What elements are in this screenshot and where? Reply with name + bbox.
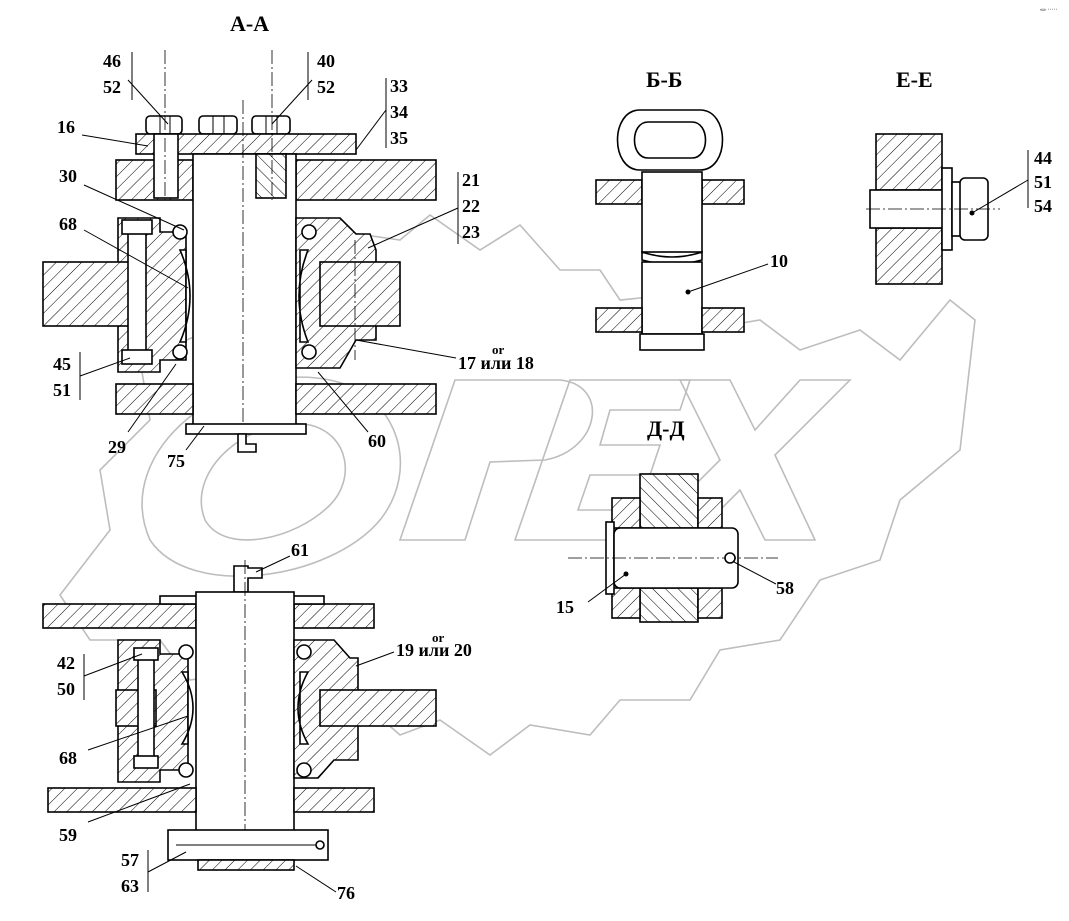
label-aa-51: 51 [53,380,71,400]
label-aa-17-or: or [492,342,505,357]
label-lower-61: 61 [291,540,309,560]
label-aa-30: 30 [59,166,77,186]
section-aa: А-А [42,11,534,471]
label-aa-23: 23 [462,222,480,242]
label-lower-57: 57 [121,850,139,870]
label-lower-19-or: or [432,630,445,645]
label-lower-68: 68 [59,748,77,768]
section-ee: Е-Е 44 51 54 [866,67,1052,285]
label-lower-42: 42 [57,653,75,673]
label-dd-15: 15 [556,597,574,617]
label-aa-52b: 52 [317,77,335,97]
lower-view: 61 or 19 или 20 42 50 68 59 57 63 76 [42,540,472,903]
label-aa-17: 17 или 18 [458,353,534,373]
label-aa-40: 40 [317,51,335,71]
label-lower-59: 59 [59,825,77,845]
section-bb: Б-Б 10 [595,67,788,351]
label-aa-21: 21 [462,170,480,190]
label-aa-33: 33 [390,76,408,96]
label-aa-16: 16 [57,117,75,137]
label-aa-34: 34 [390,102,408,122]
section-title-dd: Д-Д [647,416,685,441]
section-title-ee: Е-Е [896,67,933,92]
label-lower-19: 19 или 20 [396,640,472,660]
label-aa-35: 35 [390,128,408,148]
label-aa-22: 22 [462,196,480,216]
label-ee-44: 44 [1034,148,1052,168]
label-lower-63: 63 [121,876,139,896]
label-aa-45: 45 [53,354,71,374]
label-aa-68: 68 [59,214,77,234]
label-ee-54: 54 [1034,196,1052,216]
label-aa-46: 46 [103,51,121,71]
label-ee-51: 51 [1034,172,1052,192]
label-lower-50: 50 [57,679,75,699]
label-dd-58: 58 [776,578,794,598]
label-aa-29: 29 [108,437,126,457]
label-aa-75: 75 [167,451,185,471]
section-dd: Д-Д 15 58 [556,416,794,623]
section-title-aa: А-А [230,11,269,36]
section-title-bb: Б-Б [646,67,682,92]
corner-mark: «» ····· [1040,7,1058,13]
label-aa-60: 60 [368,431,386,451]
label-lower-76: 76 [337,883,355,903]
label-bb-10: 10 [770,251,788,271]
label-aa-52a: 52 [103,77,121,97]
